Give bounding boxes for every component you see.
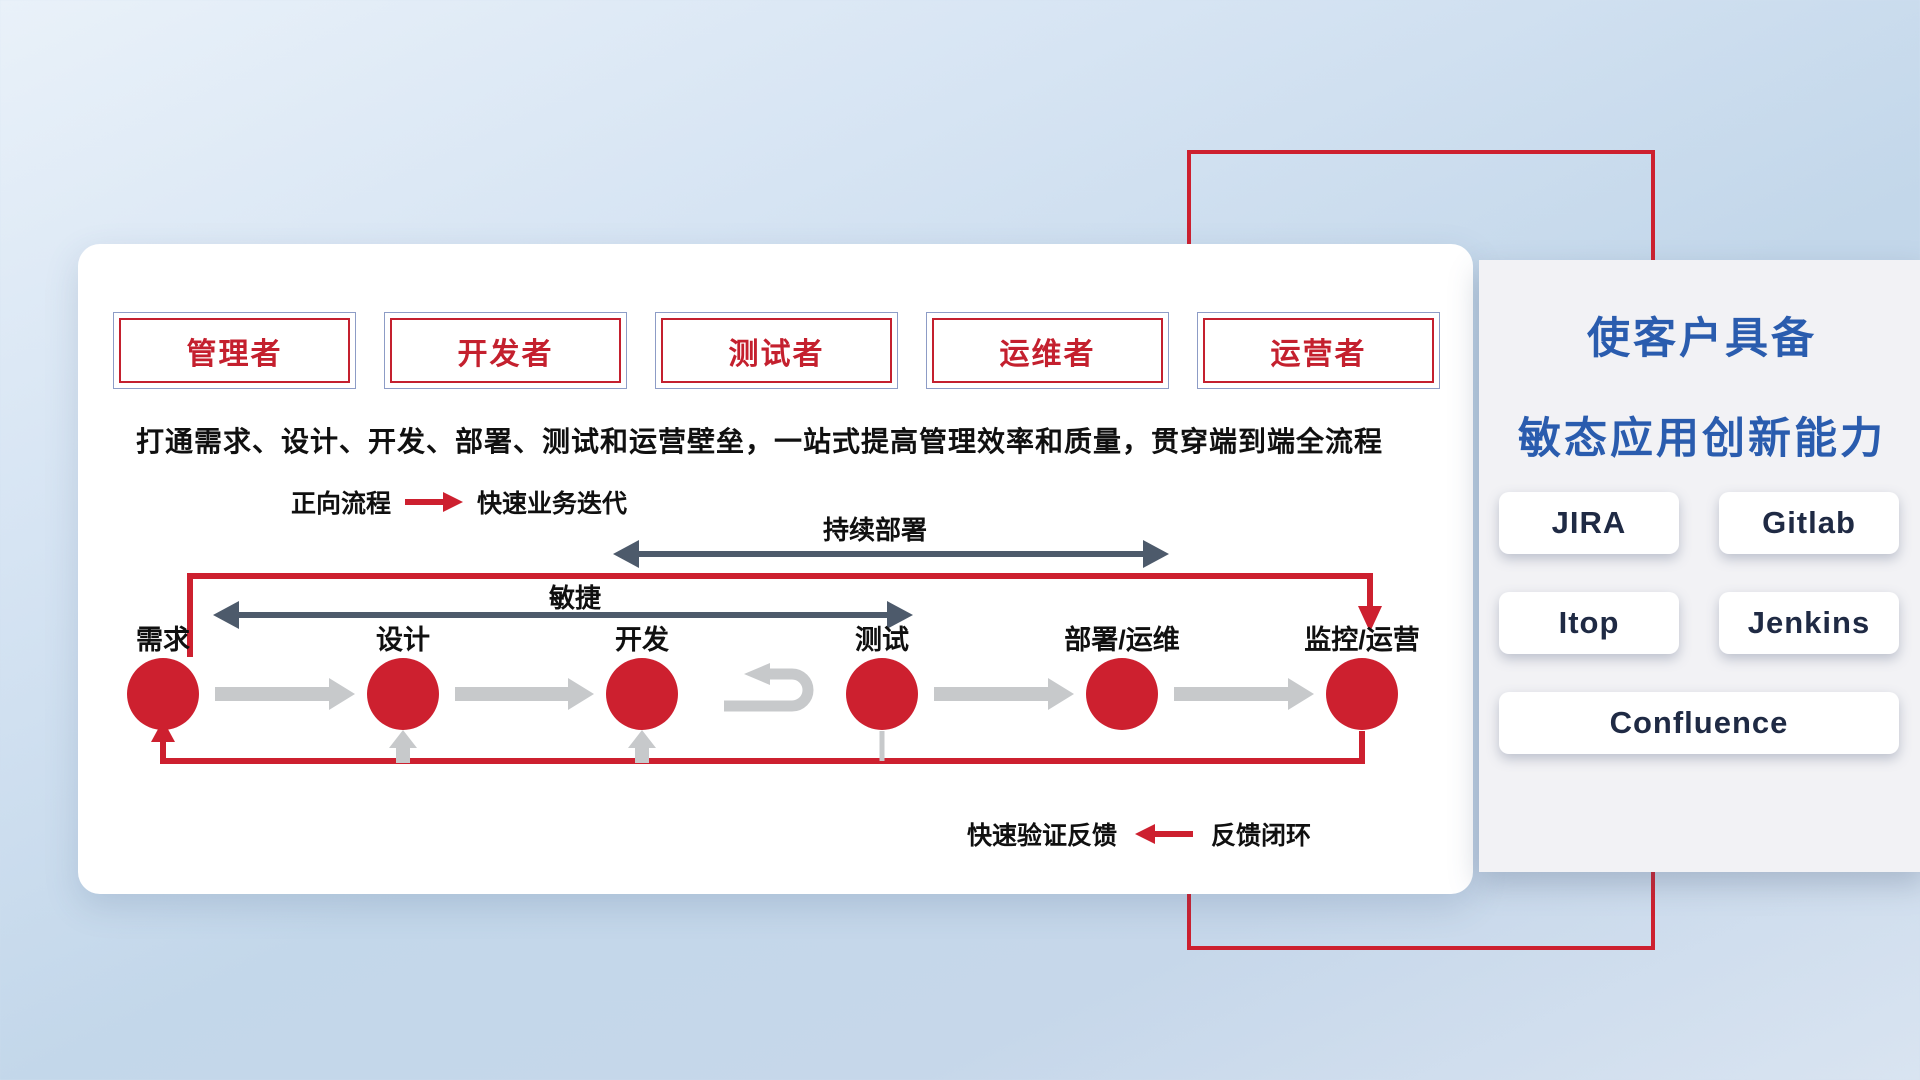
role-box-ops: 运维者 — [926, 312, 1169, 389]
role-label: 管理者 — [119, 318, 350, 383]
connector-arrow — [934, 678, 1074, 710]
tool-grid: JIRA Gitlab Itop Jenkins Confluence — [1499, 492, 1899, 754]
stage-node — [367, 658, 439, 730]
tool-chip-jira: JIRA — [1499, 492, 1679, 554]
role-box-developer: 开发者 — [384, 312, 627, 389]
role-box-operator: 运营者 — [1197, 312, 1440, 389]
feedback-arrow-icon — [1135, 824, 1194, 844]
devops-flow-card: 管理者 开发者 测试者 运维者 运营者 打通需求、设计、开发、部署、测试和运营壁… — [78, 244, 1473, 894]
legend-feedback: 快速验证反馈 反馈闭环 — [967, 816, 1311, 852]
stage-label-deploy-ops: 部署/运维 — [1064, 625, 1180, 655]
legend-feedback-label: 快速验证反馈 — [967, 822, 1118, 850]
stage-label-requirements: 需求 — [136, 625, 190, 655]
tool-chip-gitlab: Gitlab — [1719, 492, 1899, 554]
connector-arrow — [455, 678, 594, 710]
stage-nodes — [127, 658, 1398, 730]
role-label: 测试者 — [661, 318, 892, 383]
stage-node — [606, 658, 678, 730]
role-box-tester: 测试者 — [655, 312, 898, 389]
stage-label-monitor-ops: 监控/运营 — [1304, 625, 1420, 655]
stage-label-testing: 测试 — [855, 625, 909, 655]
forward-arrow-icon — [405, 492, 464, 512]
role-box-manager: 管理者 — [113, 312, 356, 389]
stage-label-development: 开发 — [615, 625, 669, 655]
connector-arrow — [1174, 678, 1314, 710]
tool-chip-itop: Itop — [1499, 592, 1679, 654]
stage-connector-arrows — [215, 678, 1314, 710]
role-label: 运营者 — [1203, 318, 1434, 383]
panel-title-line1: 使客户具备 — [1587, 315, 1817, 363]
up-arrow-icon — [628, 730, 656, 763]
continuous-deploy-label: 持续部署 — [822, 515, 928, 545]
legend-forward-desc: 快速业务迭代 — [477, 490, 628, 518]
stage-node — [127, 658, 199, 730]
legend-feedback-desc: 反馈闭环 — [1211, 822, 1312, 850]
connector-arrow — [215, 678, 355, 710]
stage-label-design: 设计 — [376, 625, 430, 655]
tool-chip-confluence: Confluence — [1499, 692, 1899, 754]
legend-forward-label: 正向流程 — [291, 490, 392, 518]
forward-loop-line — [187, 573, 1382, 657]
iteration-loop-icon — [724, 663, 814, 712]
role-label: 开发者 — [390, 318, 621, 383]
feedback-loop-line — [151, 720, 1365, 764]
capability-panel: 使客户具备 敏态应用创新能力 JIRA Gitlab Itop Jenkins … — [1479, 260, 1920, 872]
stage-node — [846, 658, 918, 730]
card-subtitle: 打通需求、设计、开发、部署、测试和运营壁垒，一站式提高管理效率和质量，贯穿端到端… — [136, 426, 1384, 457]
panel-title-line2: 敏态应用创新能力 — [1518, 415, 1886, 463]
legend-forward: 正向流程 快速业务迭代 — [291, 484, 627, 520]
up-arrow-icon — [389, 730, 417, 763]
stage-node — [1326, 658, 1398, 730]
stage-node — [1086, 658, 1158, 730]
feedback-up-arrows — [389, 730, 885, 763]
role-label: 运维者 — [932, 318, 1163, 383]
role-row: 管理者 开发者 测试者 运维者 运营者 — [113, 312, 1440, 389]
tool-chip-jenkins: Jenkins — [1719, 592, 1899, 654]
agile-label: 敏捷 — [548, 583, 602, 613]
